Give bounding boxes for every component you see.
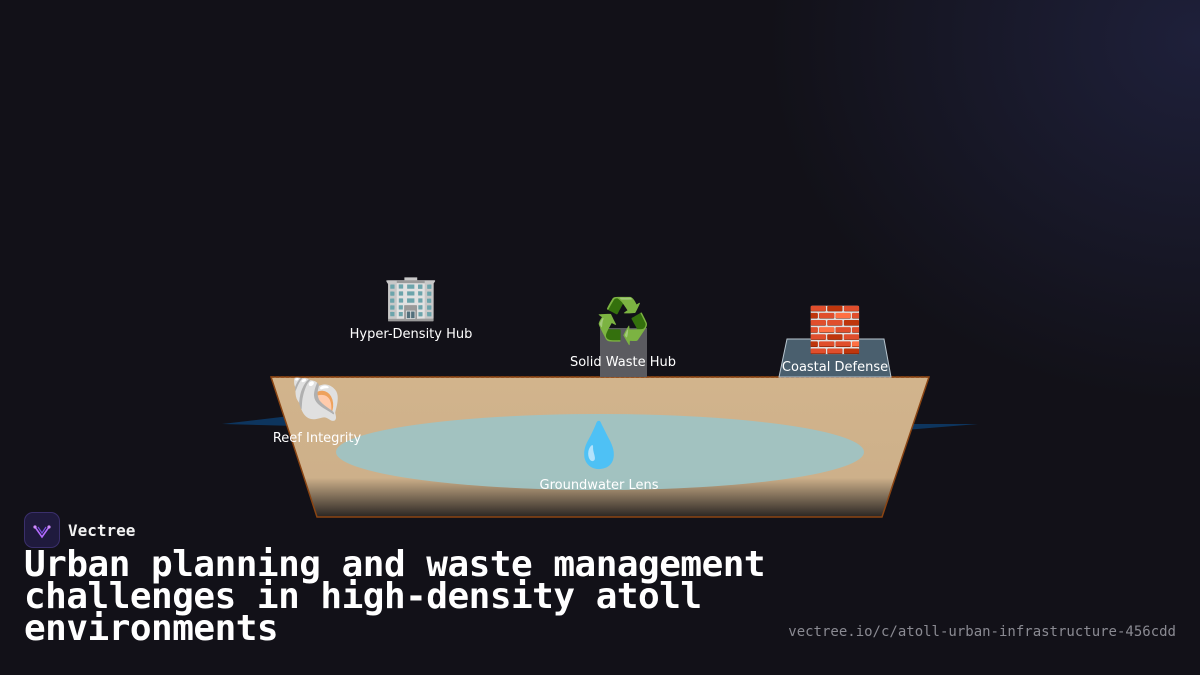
brand: Vectree bbox=[24, 512, 135, 548]
source-url[interactable]: vectree.io/c/atoll-urban-infrastructure-… bbox=[788, 624, 1176, 640]
solid-waste-block bbox=[600, 328, 647, 377]
node-label-reef-integrity: Reef Integrity bbox=[272, 431, 362, 446]
recycle-icon: ♻️ bbox=[595, 296, 651, 347]
node-label-hyper-density-hub: Hyper-Density Hub bbox=[349, 327, 473, 342]
droplet-icon: 💧 bbox=[571, 420, 627, 471]
shell-icon: 🐚 bbox=[289, 374, 345, 425]
node-label-groundwater-lens: Groundwater Lens bbox=[539, 478, 659, 493]
brand-name: Vectree bbox=[68, 520, 136, 540]
vectree-logo-icon bbox=[24, 512, 60, 548]
groundwater-lens-shape bbox=[336, 414, 864, 490]
page-title: Urban planning and waste management chal… bbox=[24, 544, 766, 649]
seawall-shape bbox=[778, 338, 892, 378]
office-building-icon: 🏢 bbox=[383, 272, 439, 323]
brick-icon: 🧱 bbox=[807, 305, 863, 356]
ocean-right bbox=[905, 424, 978, 430]
ocean-left bbox=[222, 416, 296, 426]
node-label-solid-waste-hub: Solid Waste Hub bbox=[569, 355, 677, 370]
node-label-coastal-defense: Coastal Defense bbox=[781, 360, 889, 375]
